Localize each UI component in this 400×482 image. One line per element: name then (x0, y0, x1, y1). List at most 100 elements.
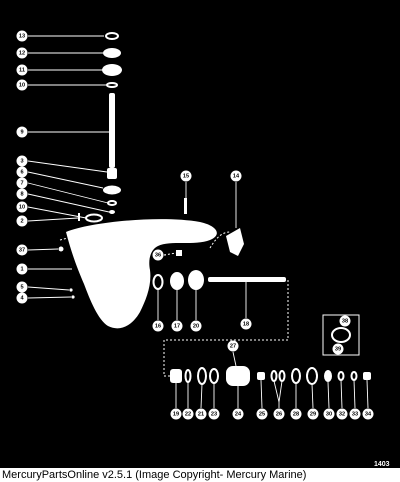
callout-circle (170, 408, 182, 420)
callout-circle (349, 408, 361, 420)
callout-number: 27 (230, 343, 236, 349)
callout-9: 9 (16, 126, 28, 138)
part-bearing-6 (103, 185, 121, 195)
callout-number: 6 (20, 169, 23, 175)
callout-number: 25 (259, 411, 265, 417)
part-washer-7 (107, 200, 117, 206)
driveshaft-parts (78, 32, 122, 223)
callout-circle (273, 408, 285, 420)
callout-circle (232, 408, 244, 420)
callout-number: 38 (342, 318, 348, 324)
part-plug-37 (58, 246, 64, 252)
callout-3: 3 (16, 155, 28, 167)
callout-number: 21 (198, 411, 204, 417)
part-washer-28 (291, 368, 301, 384)
callout-number: 11 (19, 67, 25, 73)
callout-8: 8 (16, 188, 28, 200)
callout-6: 6 (16, 166, 28, 178)
callout-circle (16, 215, 28, 227)
callout-number: 19 (173, 411, 179, 417)
callout-number: 1 (20, 266, 23, 272)
callout-33: 33 (349, 408, 361, 420)
callout-11: 11 (16, 64, 28, 76)
callout-circle (190, 320, 202, 332)
callout-39: 39 (332, 343, 344, 355)
callout-number: 5 (20, 284, 23, 290)
image-caption: MercuryPartsOnline v2.5.1 (Image Copyrig… (2, 469, 307, 481)
callout-number: 9 (20, 129, 23, 135)
callout-36: 36 (152, 249, 164, 261)
callout-32: 32 (336, 408, 348, 420)
callout-circle (332, 343, 344, 355)
callout-circle (182, 408, 194, 420)
part-nut-8 (109, 210, 115, 214)
part-ring-32 (337, 371, 345, 381)
callout-16: 16 (152, 320, 164, 332)
leader-lines (27, 35, 369, 409)
part-gear-12 (103, 48, 121, 58)
callout-number: 28 (293, 411, 299, 417)
callout-circle (339, 315, 351, 327)
part-bearing-17 (170, 272, 184, 290)
part-ring-33 (350, 371, 358, 381)
callout-circle (16, 263, 28, 275)
inset-box (322, 314, 360, 356)
callout-number: 22 (185, 411, 191, 417)
callout-number: 7 (20, 180, 23, 186)
callout-number: 2 (20, 218, 23, 224)
callout-circle (16, 155, 28, 167)
part-shift-cam-14 (226, 228, 244, 256)
callout-5: 5 (16, 281, 28, 293)
callout-17: 17 (171, 320, 183, 332)
part-gear-11 (102, 64, 122, 76)
callout-circle (16, 201, 28, 213)
propshaft-dashed-route (163, 280, 289, 377)
part-ring-13 (105, 32, 119, 40)
callout-10b: 10 (16, 201, 28, 213)
callout-circle (16, 292, 28, 304)
callout-circle (227, 340, 239, 352)
callout-circle (16, 188, 28, 200)
callout-number: 23 (211, 411, 217, 417)
callout-number: 37 (19, 247, 25, 253)
callout-circle (16, 244, 28, 256)
callout-number: 10 (19, 82, 25, 88)
callout-29: 29 (307, 408, 319, 420)
bottom-row-parts (170, 366, 371, 386)
callout-number: 30 (326, 411, 332, 417)
callout-23: 23 (208, 408, 220, 420)
callout-number: 29 (310, 411, 316, 417)
callout-20: 20 (190, 320, 202, 332)
part-gearcase-housing-1 (66, 219, 217, 329)
callout-number: 15 (183, 173, 189, 179)
callout-circle (16, 30, 28, 42)
callout-14: 14 (230, 170, 242, 182)
callout-number: 18 (243, 321, 249, 327)
figure-number: 1403 (374, 461, 390, 468)
callout-number: 16 (155, 323, 161, 329)
callout-4: 4 (16, 292, 28, 304)
callout-circle (16, 177, 28, 189)
part-gear-29 (306, 367, 318, 385)
part-driveshaft-9 (109, 93, 115, 168)
callout-15: 15 (180, 170, 192, 182)
callout-number: 26 (276, 411, 282, 417)
part-gear-21 (197, 367, 207, 385)
callout-38: 38 (339, 315, 351, 327)
part-clip-38-39 (331, 327, 351, 343)
callout-circle (16, 126, 28, 138)
part-screw-4 (71, 295, 75, 299)
shift-link-dashed (209, 231, 231, 249)
callout-number: 36 (155, 252, 161, 258)
callout-24: 24 (232, 408, 244, 420)
callout-circle (336, 408, 348, 420)
callout-number: 12 (19, 50, 25, 56)
callout-34: 34 (362, 408, 374, 420)
part-stud-15 (184, 198, 187, 214)
callout-2: 2 (16, 215, 28, 227)
part-pin-26b (278, 370, 286, 382)
part-shim-2 (85, 213, 103, 223)
callout-18: 18 (240, 318, 252, 330)
callout-number: 13 (19, 33, 25, 39)
